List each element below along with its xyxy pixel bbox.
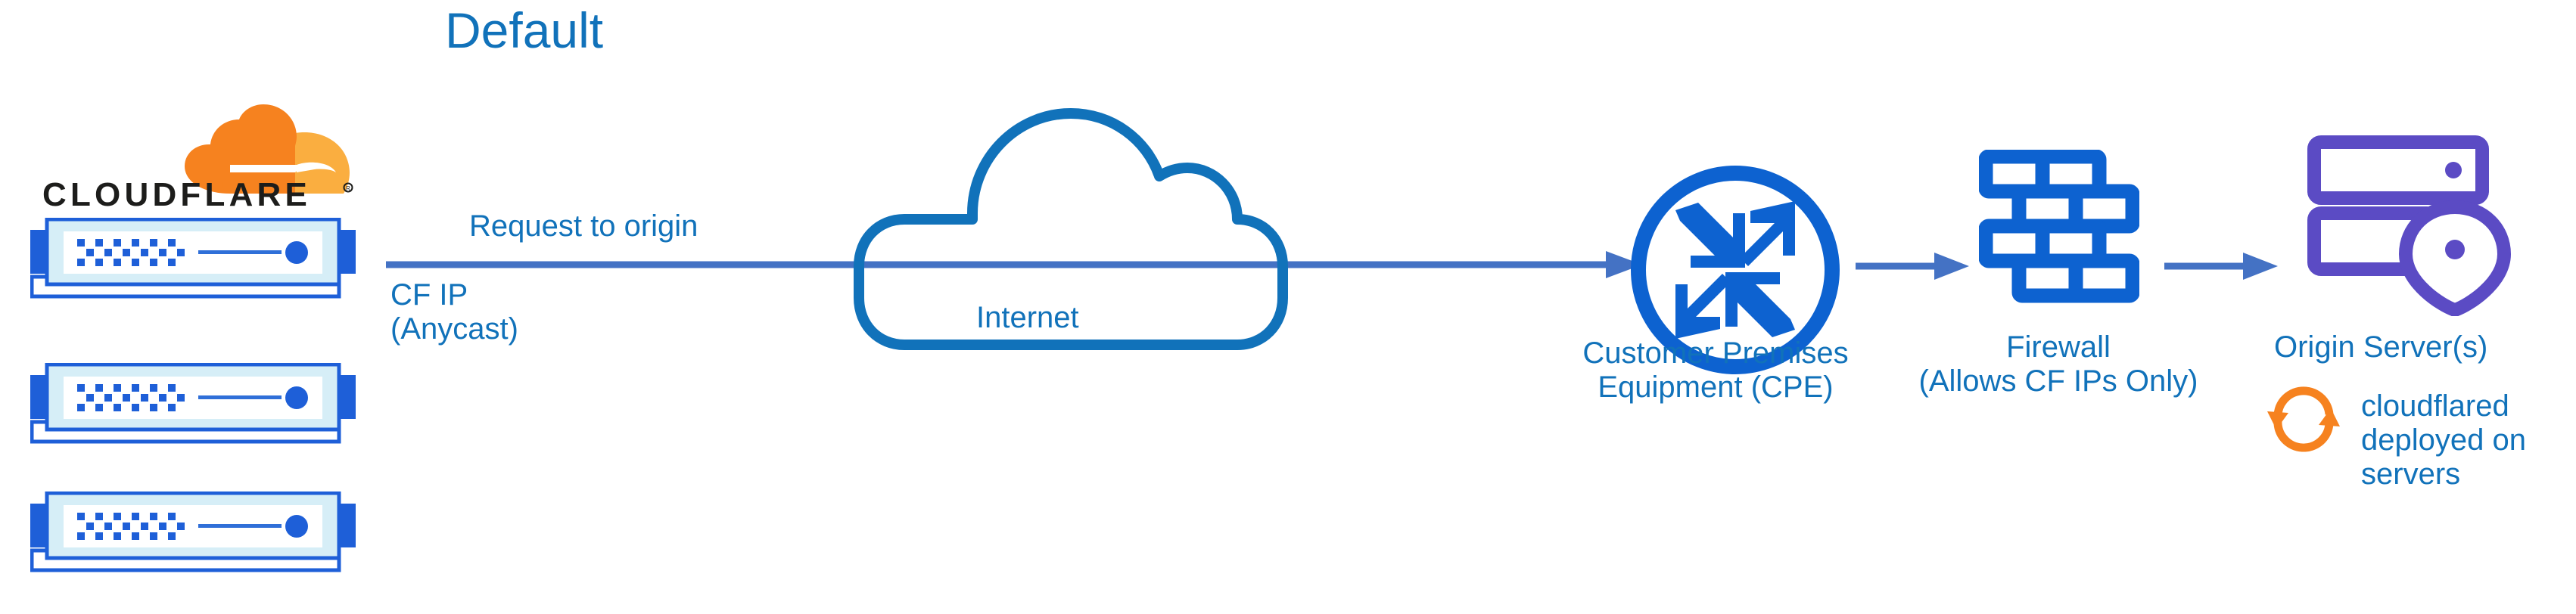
page-title: Default — [445, 2, 604, 58]
origin-server-label: Origin Server(s) — [2274, 330, 2488, 364]
cpe-to-firewall-arrow — [1856, 253, 1969, 280]
router-icon — [1626, 160, 1845, 383]
firewall-label: Firewall (Allows CF IPs Only) — [1896, 330, 2221, 398]
server-rack-icon — [30, 218, 356, 302]
firewall-to-origin-arrow — [2164, 253, 2278, 280]
firewall-label-line2: (Allows CF IPs Only) — [1918, 364, 2198, 398]
sync-refresh-icon — [2261, 377, 2346, 465]
cpe-label-line1: Customer Premises — [1582, 336, 1849, 370]
request-to-origin-label: Request to origin — [469, 209, 698, 243]
svg-text:R: R — [346, 185, 350, 192]
cloud-icon — [829, 106, 1313, 359]
cf-ip-label-line2: (Anycast) — [390, 312, 518, 346]
cloudflared-line3: servers — [2361, 457, 2461, 491]
request-to-origin-arrow — [386, 251, 1642, 278]
cloudflare-cloud-icon — [182, 103, 353, 198]
cloudflare-wordmark: CLOUDFLARE R — [42, 175, 360, 215]
cf-ip-label-line1: CF IP — [390, 278, 468, 312]
brick-wall-icon — [1978, 149, 2140, 320]
server-rack-icon — [30, 363, 356, 448]
svg-text:CLOUDFLARE: CLOUDFLARE — [42, 176, 311, 213]
internet-label: Internet — [976, 301, 1079, 334]
server-rack-icon — [30, 492, 356, 576]
cpe-label-line2: Equipment (CPE) — [1598, 370, 1834, 404]
server-with-location-pin-icon — [2307, 135, 2534, 320]
cloudflared-line1: cloudflared — [2361, 389, 2509, 423]
cpe-label: Customer Premises Equipment (CPE) — [1557, 336, 1874, 405]
cloudflared-annotation-label: cloudflared deployed on servers — [2361, 389, 2526, 491]
firewall-label-line1: Firewall — [2006, 330, 2111, 364]
cloudflared-line2: deployed on — [2361, 423, 2526, 457]
cf-ip-label: CF IP (Anycast) — [390, 278, 518, 346]
